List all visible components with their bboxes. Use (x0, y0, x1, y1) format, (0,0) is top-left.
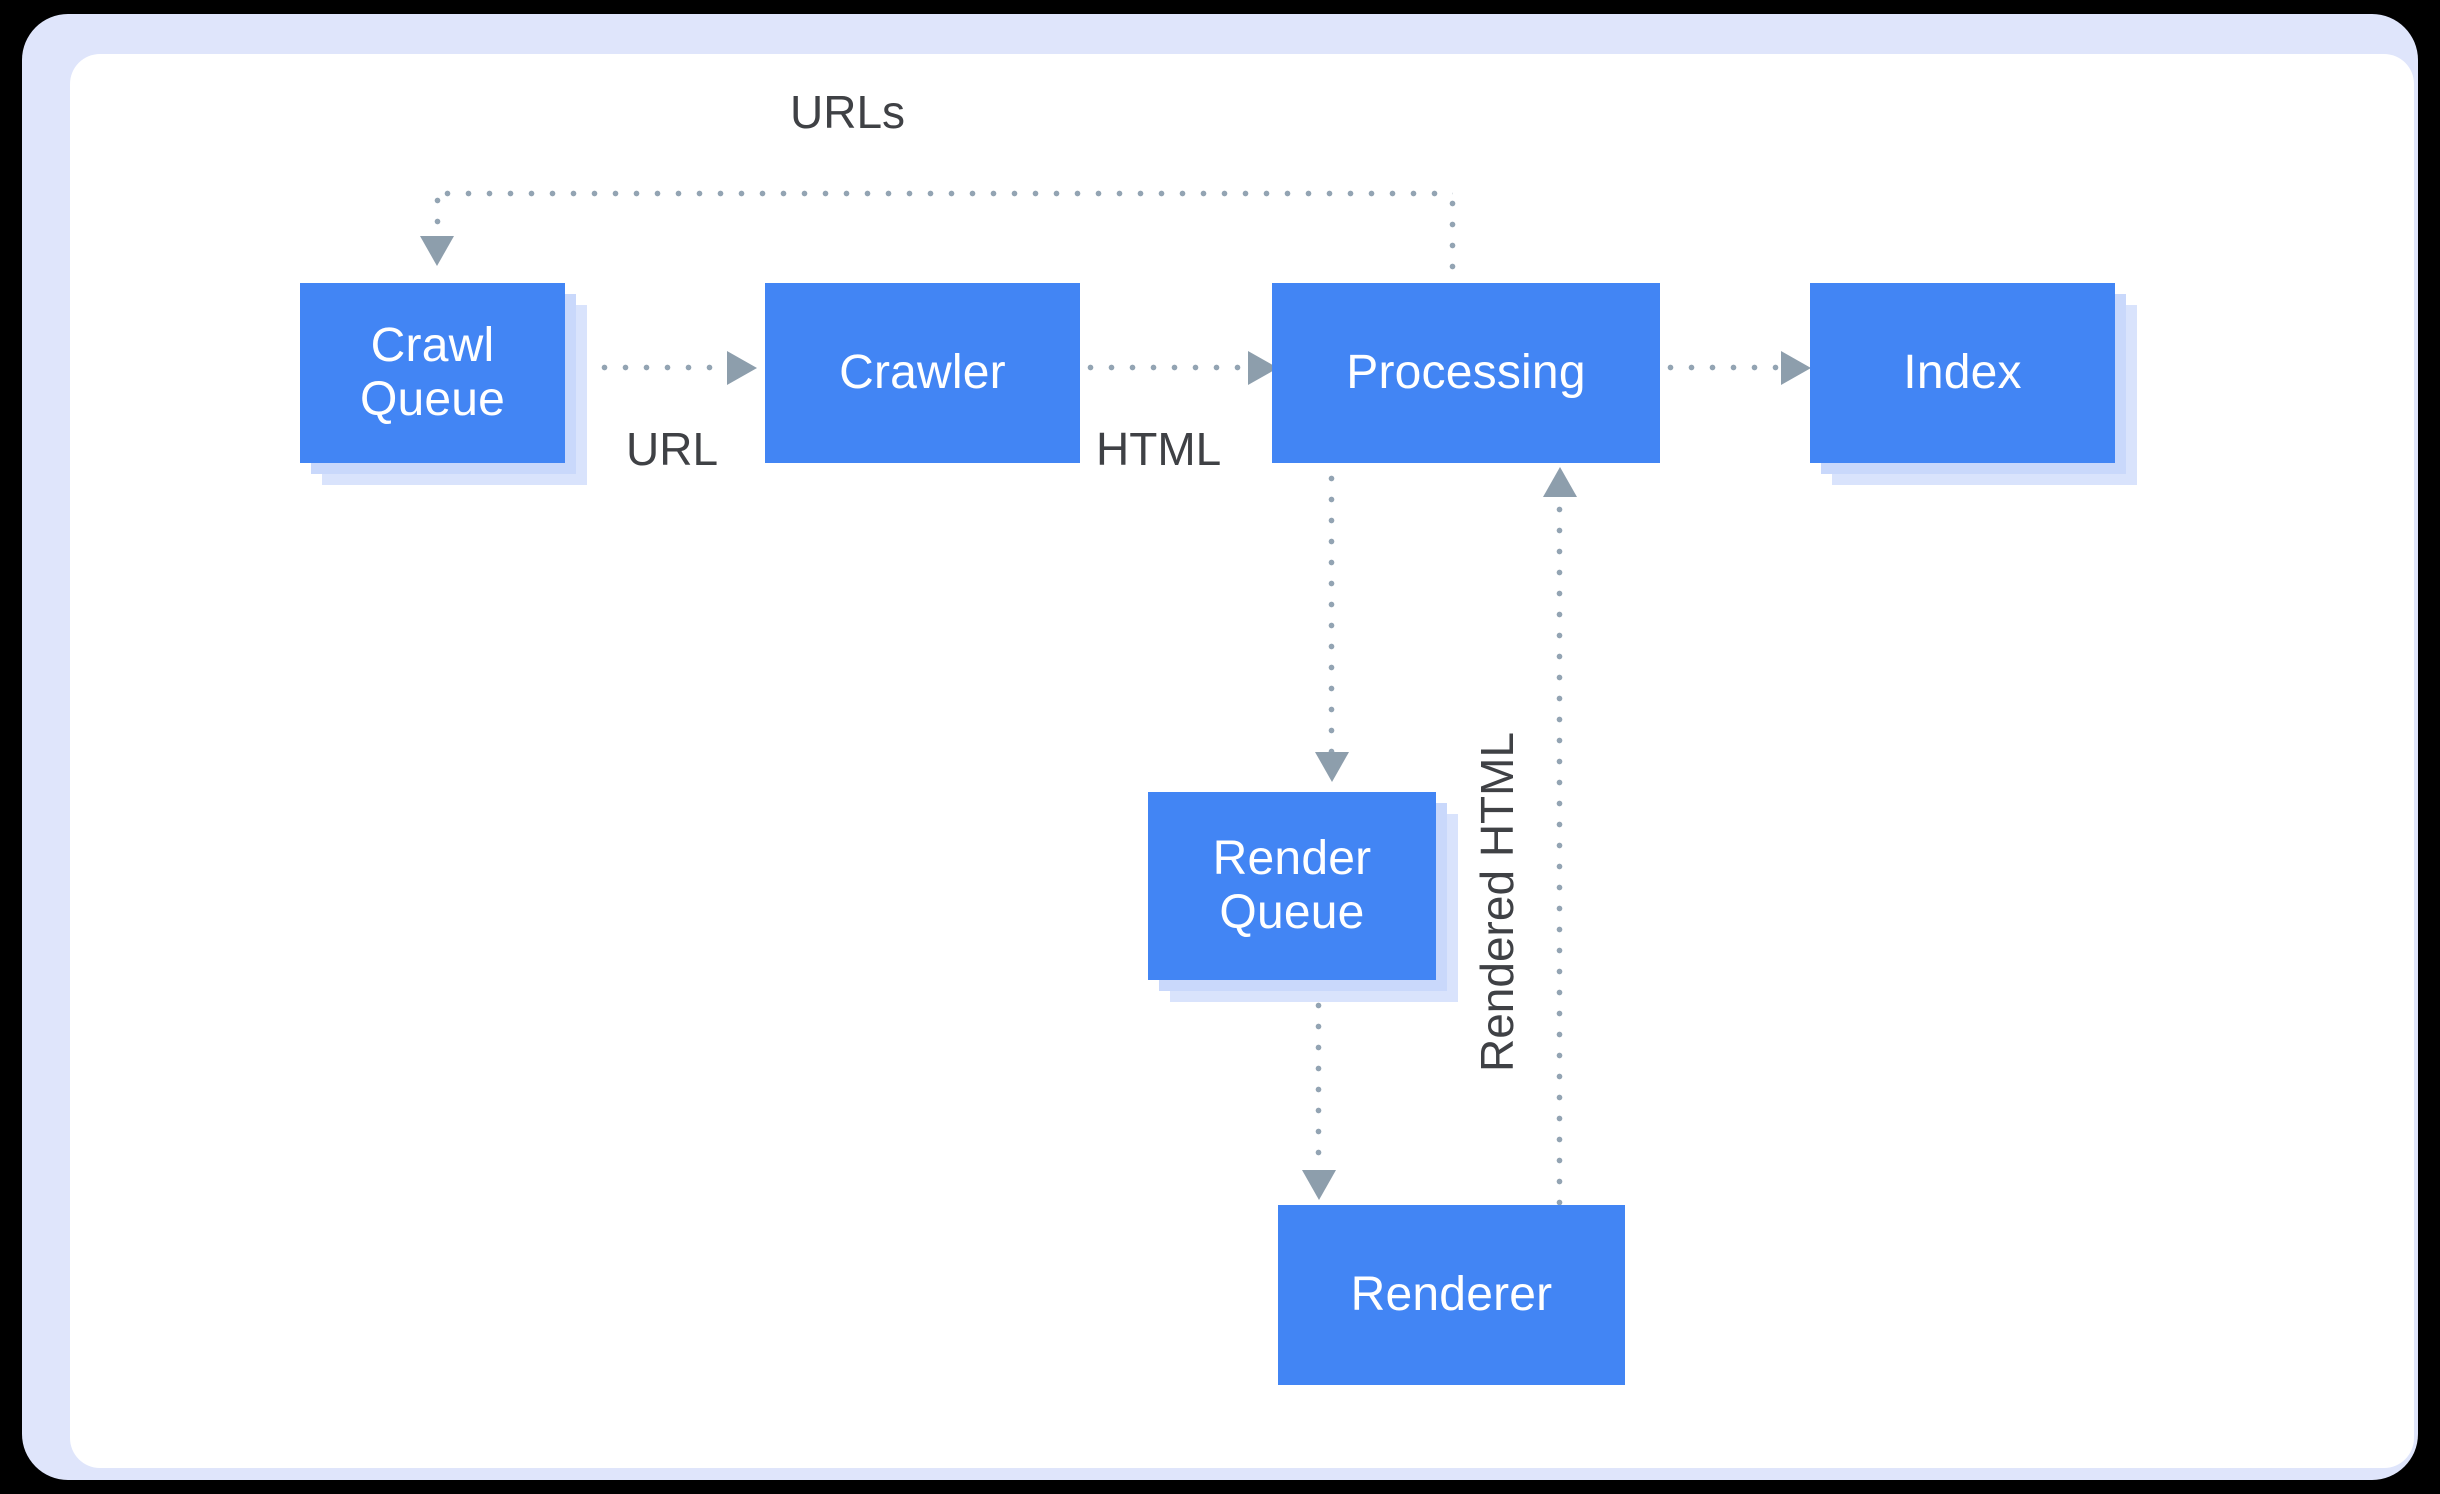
node-index-label: Index (1903, 346, 2022, 400)
node-crawl-queue[interactable]: Crawl Queue (300, 283, 587, 485)
node-renderer-label: Renderer (1350, 1268, 1553, 1322)
edge-urls-riser (1449, 193, 1456, 285)
node-render-queue-face: Render Queue (1148, 792, 1436, 980)
node-index[interactable]: Index (1810, 283, 2137, 485)
node-renderer-face: Renderer (1278, 1205, 1625, 1385)
edge-rendered-html-arrowhead (1543, 467, 1577, 497)
edge-index-arrowhead (1781, 351, 1811, 385)
node-crawl-queue-label-line1: Crawl (370, 319, 495, 373)
node-index-face: Index (1810, 283, 2115, 463)
edge-html-line (1080, 364, 1263, 371)
edge-url-arrowhead (727, 351, 757, 385)
edge-url-line (594, 364, 732, 371)
node-render-queue[interactable]: Render Queue (1148, 792, 1458, 1002)
edge-renderer-line (1315, 995, 1322, 1175)
edge-label-urls: URLs (790, 86, 906, 138)
edge-index-line (1660, 364, 1795, 371)
edge-render-queue-line (1328, 447, 1335, 760)
edge-urls-drop (434, 190, 441, 246)
node-processing-face: Processing (1272, 283, 1660, 463)
edge-label-url: URL (626, 423, 719, 475)
node-renderer[interactable]: Renderer (1278, 1205, 1625, 1385)
edge-label-html: HTML (1096, 423, 1222, 475)
edge-urls-span (437, 190, 1453, 197)
node-crawler[interactable]: Crawler (765, 283, 1080, 463)
node-processing[interactable]: Processing (1272, 283, 1660, 463)
node-render-queue-label-line1: Render (1212, 832, 1372, 886)
edge-render-queue-arrowhead (1315, 752, 1349, 782)
node-crawl-queue-face: Crawl Queue (300, 283, 565, 463)
node-crawler-label: Crawler (839, 346, 1006, 400)
edge-rendered-html-line (1556, 478, 1563, 1205)
node-processing-label: Processing (1346, 346, 1586, 400)
node-crawler-face: Crawler (765, 283, 1080, 463)
edge-urls-arrowhead (420, 236, 454, 266)
node-crawl-queue-label-line2: Queue (359, 373, 506, 426)
edge-label-rendered-html: Rendered HTML (1471, 731, 1523, 1072)
node-render-queue-label-line2: Queue (1219, 886, 1365, 939)
edge-renderer-arrowhead (1302, 1170, 1336, 1200)
